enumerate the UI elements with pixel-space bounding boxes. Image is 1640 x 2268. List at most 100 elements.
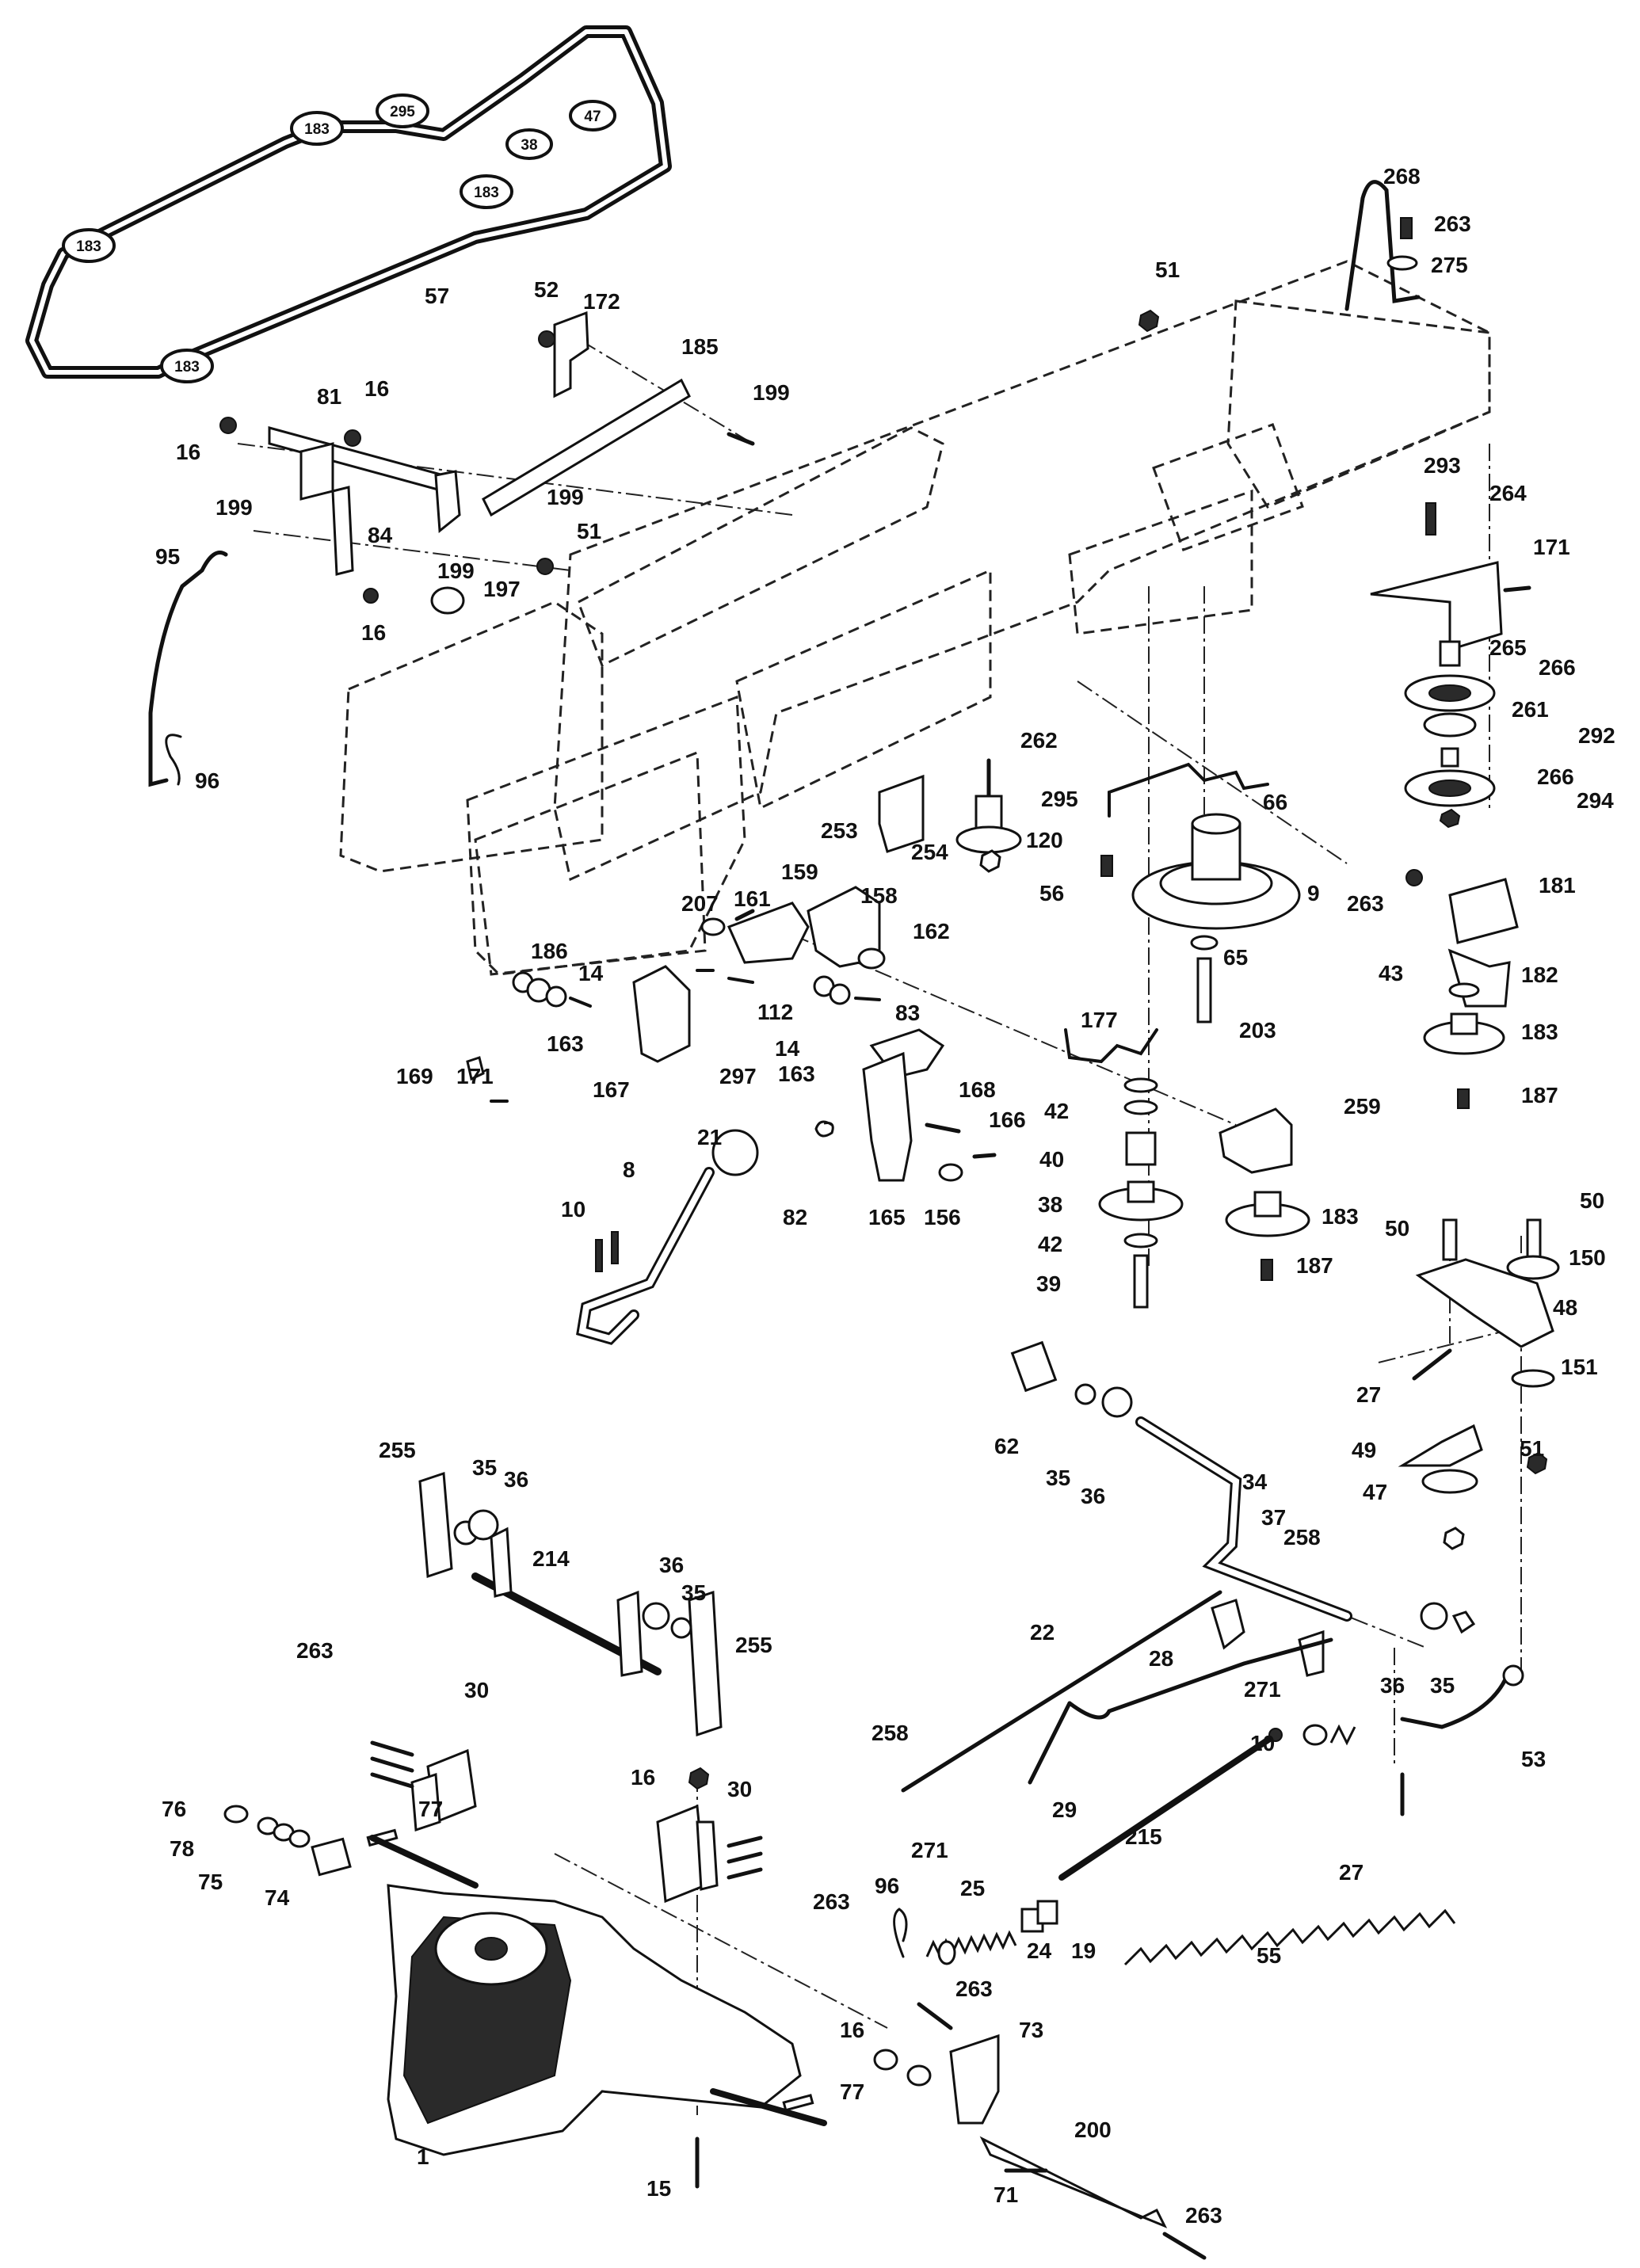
link-shape (482, 378, 691, 517)
bushing-shape (1010, 1340, 1058, 1393)
bearing-shape (1423, 712, 1477, 738)
nut-shape (1451, 1610, 1476, 1634)
bolt-shape (972, 1153, 997, 1159)
callout: 185 (681, 334, 719, 359)
callout: 43 (1379, 961, 1403, 985)
arm-shape (979, 2136, 1168, 2228)
pulley-hub-shape (1450, 1012, 1478, 1035)
washer-shape (1386, 255, 1418, 271)
callout: 200 (1074, 2117, 1112, 2142)
callout: 156 (924, 1205, 961, 1229)
callout: 261 (1512, 697, 1549, 722)
callout: 199 (437, 558, 475, 583)
callout: 172 (583, 289, 620, 314)
callout: 177 (1081, 1008, 1118, 1032)
arm-shape (331, 486, 354, 576)
callout: 48 (1553, 1295, 1577, 1320)
key-shape (782, 2094, 814, 2112)
washer-shape (1302, 1724, 1328, 1746)
rod-shape (901, 1590, 1222, 1793)
pulley-shape (1421, 1469, 1478, 1494)
callout: 171 (456, 1064, 494, 1088)
bolt-shape (727, 432, 755, 446)
bolt-shape (1133, 1254, 1149, 1309)
svg-text:183: 183 (304, 121, 330, 138)
belt-pulley-183-b: 183 (460, 174, 513, 209)
fan-hub-shape (475, 1937, 508, 1961)
callout: 292 (1578, 723, 1615, 748)
pulley-hub-shape (1428, 684, 1471, 702)
callout: 183 (1322, 1204, 1359, 1229)
axle-shape (710, 2088, 827, 2126)
knob-shape (711, 1129, 759, 1176)
callout: 271 (911, 1838, 948, 1862)
bushing-shape (311, 1837, 352, 1877)
arm-shape (490, 1527, 513, 1598)
clip-shape (466, 1056, 485, 1081)
callout: 263 (955, 1976, 993, 2001)
callout: 259 (1344, 1094, 1381, 1119)
callout: 53 (1521, 1747, 1546, 1771)
bolt-shape (1526, 1218, 1542, 1261)
callout-labels: 57 268 263 275 51 52 172 185 199 81 16 1… (155, 164, 1615, 2228)
bolt-shape (370, 1756, 414, 1773)
bolt-shape (1412, 1348, 1452, 1381)
belt-guide-shape (1108, 762, 1269, 818)
callout: 50 (1385, 1216, 1409, 1241)
bracket-shape (1398, 1424, 1483, 1467)
rod-shape (1028, 1701, 1072, 1785)
svg-text:47: 47 (584, 109, 601, 125)
spacer-shape (1125, 1131, 1157, 1166)
washer-shape (937, 1940, 956, 1965)
callout: 266 (1539, 655, 1576, 680)
nut-shape (1526, 1451, 1548, 1475)
callout: 73 (1019, 2018, 1043, 2042)
arm-shape (1298, 1630, 1325, 1677)
bracket-shape (1448, 878, 1519, 944)
belt-pulley-295: 295 (376, 93, 429, 128)
lever-inner-shape (578, 1169, 712, 1343)
callout: 203 (1239, 1018, 1276, 1043)
callout: 215 (1125, 1824, 1162, 1849)
pulley-hub-shape (1253, 1191, 1282, 1218)
washer-shape (829, 983, 851, 1005)
callout: 264 (1489, 481, 1527, 505)
callout: 75 (198, 1870, 223, 1894)
callout: 82 (783, 1205, 807, 1229)
nut-shape (906, 2064, 932, 2087)
spring-shape (1123, 1908, 1456, 1966)
callout: 120 (1026, 828, 1063, 852)
bracket-shape (949, 2034, 1000, 2125)
washer-shape (700, 917, 726, 936)
callout: 295 (1041, 787, 1078, 811)
callout: 112 (757, 1000, 793, 1024)
bracket-shape (878, 774, 925, 853)
callout: 161 (734, 886, 771, 911)
callout: 51 (1155, 257, 1180, 282)
callout: 22 (1030, 1620, 1055, 1645)
nut-shape (873, 2049, 898, 2071)
callout: 25 (960, 1876, 985, 1900)
nut-shape (979, 849, 1001, 873)
callout: 10 (561, 1197, 585, 1222)
bolt-shape (727, 1867, 763, 1880)
callout: 77 (840, 2079, 864, 2104)
svg-text:183: 183 (474, 185, 499, 201)
callout: 199 (215, 495, 253, 520)
arm-shape (1211, 1599, 1245, 1650)
callout: 171 (1533, 535, 1570, 559)
clutch-top-shape (1191, 813, 1241, 835)
bolt-shape (1457, 1088, 1470, 1109)
callout: 214 (532, 1546, 570, 1571)
svg-text:183: 183 (174, 359, 200, 375)
bracket-shape (1219, 1107, 1293, 1174)
shaft-shape (1135, 1416, 1352, 1622)
clip-shape (893, 1908, 908, 1958)
callout: 151 (1561, 1355, 1598, 1379)
callout: 51 (577, 519, 601, 543)
callout: 163 (547, 1031, 584, 1056)
spring-shape (814, 1120, 834, 1138)
bolt-shape (734, 909, 755, 921)
washer-shape (1123, 1100, 1158, 1115)
spacer-shape (1440, 747, 1459, 768)
